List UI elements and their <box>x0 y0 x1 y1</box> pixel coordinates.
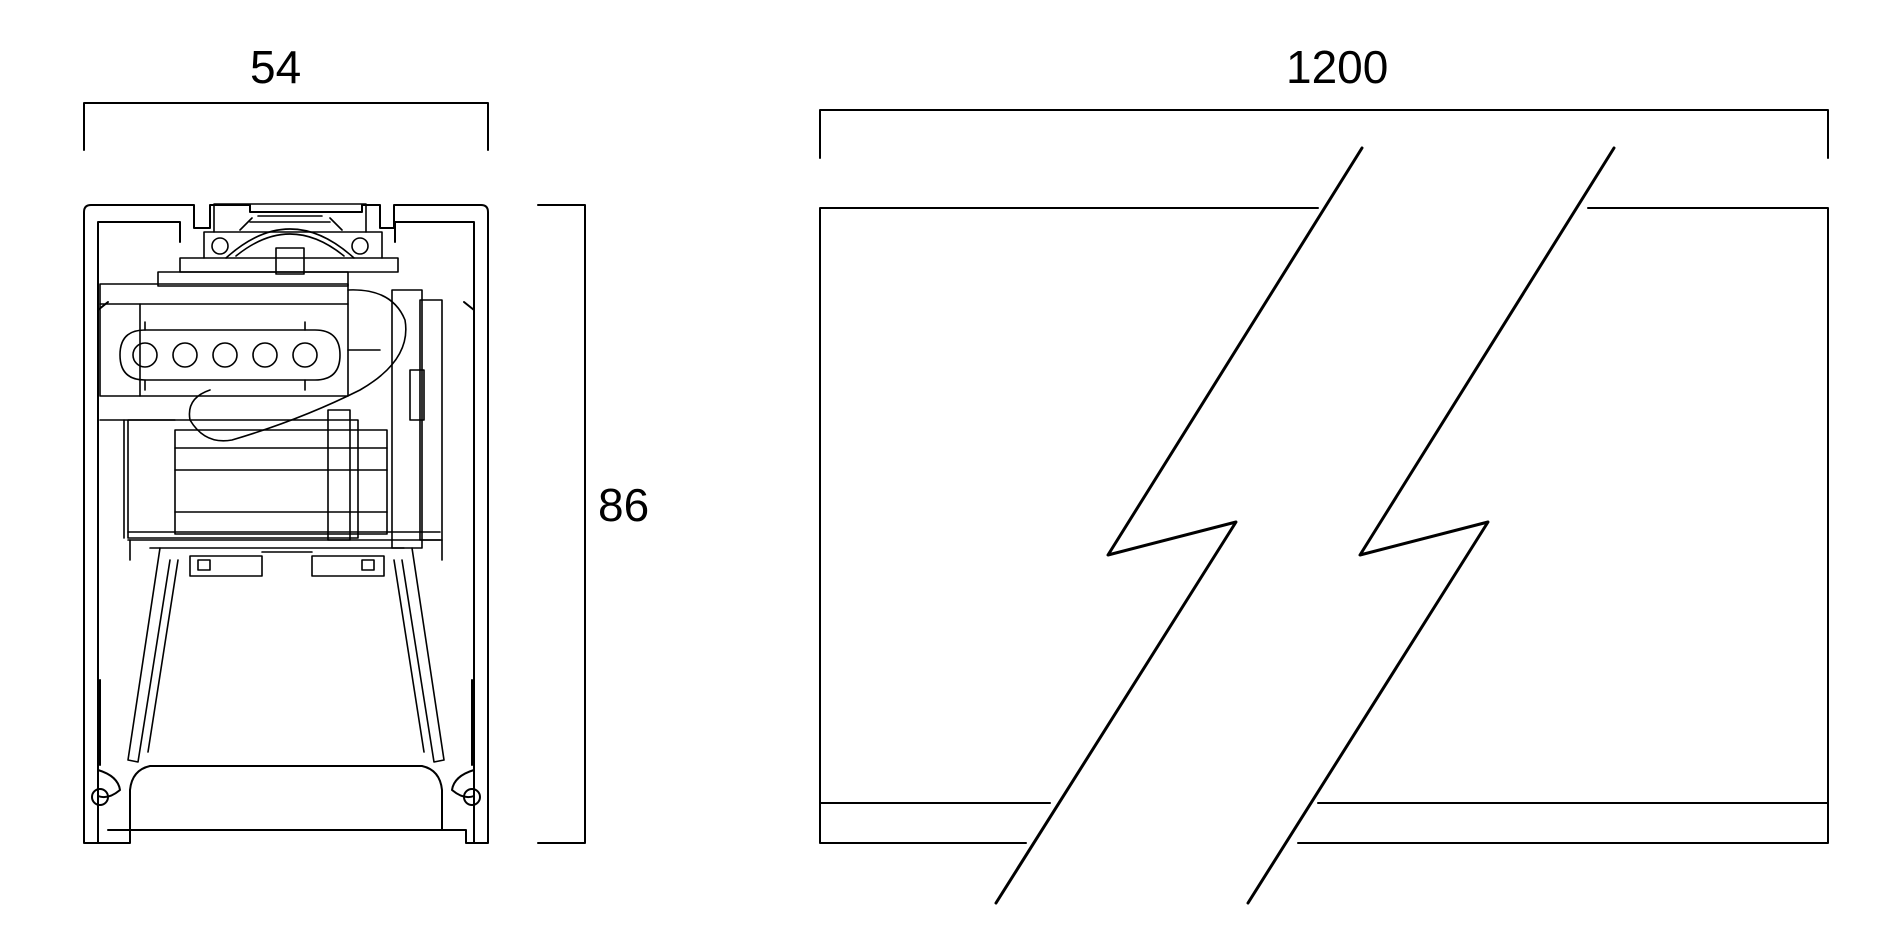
terminal-hole-3 <box>213 343 237 367</box>
terminal-hole-4 <box>253 343 277 367</box>
mounting-adapter <box>180 204 398 274</box>
terminal-hole-1 <box>133 343 157 367</box>
length-dimension-bracket <box>820 110 1828 158</box>
terminal-hole-2 <box>173 343 197 367</box>
width-dimension-bracket <box>84 103 488 150</box>
break-line-right <box>1248 148 1614 903</box>
height-dimension-label: 86 <box>598 479 650 531</box>
break-line-left <box>996 148 1362 903</box>
driver-module <box>100 290 442 548</box>
height-dimension-bracket <box>538 205 585 843</box>
side-view-profile <box>820 208 1828 843</box>
connector-block <box>100 272 406 441</box>
terminal-hole-5 <box>293 343 317 367</box>
reflector <box>128 540 444 762</box>
cross-section-profile <box>84 205 488 843</box>
length-dimension-label: 1200 <box>1286 41 1389 93</box>
width-dimension-label: 54 <box>250 41 302 93</box>
